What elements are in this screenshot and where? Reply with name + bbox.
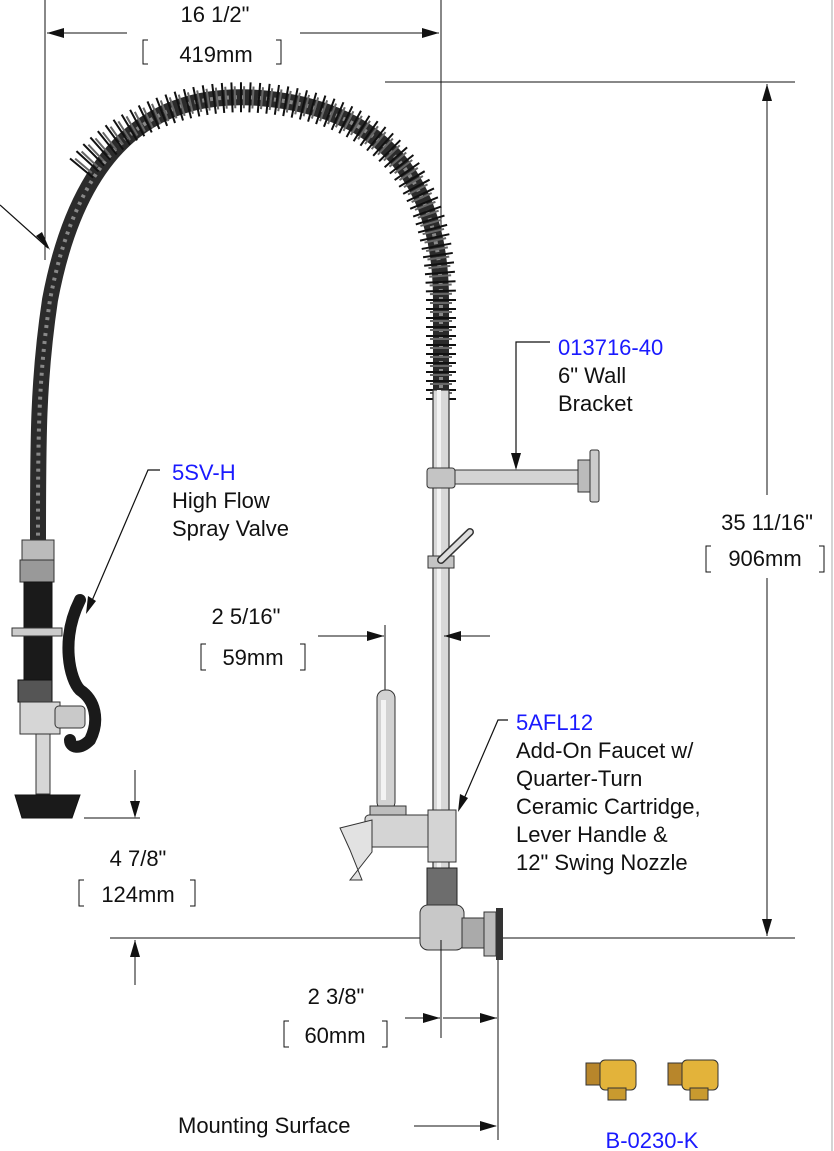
spray-valve — [11, 539, 102, 819]
wall-offset-metric: 60mm — [304, 1023, 365, 1048]
nozzle-offset-dimension: 2 5/16" 59mm — [200, 604, 490, 690]
add-on-faucet — [339, 689, 503, 960]
nozzle-offset-metric: 59mm — [222, 645, 283, 670]
spray-valve-line-2: Spray Valve — [172, 516, 289, 541]
top-width-imperial: 16 1/2" — [181, 2, 250, 27]
bracket-code: 013716-40 — [558, 335, 663, 360]
mounting-surface-label: Mounting Surface — [178, 1113, 350, 1138]
pre-rinse-hose — [30, 82, 456, 541]
elbow-kit-illustration — [585, 1059, 719, 1101]
wall-bracket — [454, 449, 600, 503]
faucet-line-2: Quarter-Turn — [516, 766, 642, 791]
top-width-dimension: 16 1/2" 419mm — [44, 0, 442, 300]
top-width-metric: 419mm — [179, 42, 252, 67]
height-metric: 906mm — [728, 546, 801, 571]
height-dimension: 35 11/16" 906mm — [110, 81, 825, 939]
nozzle-offset-imperial: 2 5/16" — [212, 604, 281, 629]
faucet-line-4: Lever Handle & — [516, 822, 668, 847]
wall-offset-dimension: 2 3/8" 60mm — [283, 940, 499, 1140]
faucet-line-5: 12" Swing Nozzle — [516, 850, 688, 875]
wall-offset-imperial: 2 3/8" — [308, 984, 365, 1009]
spray-valve-code: 5SV-H — [172, 460, 236, 485]
spray-valve-line-1: High Flow — [172, 488, 270, 513]
bracket-line-2: Bracket — [558, 391, 633, 416]
spray-drop-imperial: 4 7/8" — [110, 846, 167, 871]
kit-code: B-0230-K — [606, 1128, 699, 1151]
height-imperial: 35 11/16" — [721, 510, 813, 535]
riser-pipe — [426, 389, 474, 871]
faucet-code: 5AFL12 — [516, 710, 593, 735]
bracket-line-1: 6" Wall — [558, 363, 626, 388]
spray-drop-dimension: 4 7/8" 124mm — [78, 770, 196, 985]
faucet-line-3: Ceramic Cartridge, — [516, 794, 701, 819]
faucet-line-1: Add-On Faucet w/ — [516, 738, 694, 763]
spray-drop-metric: 124mm — [101, 882, 174, 907]
